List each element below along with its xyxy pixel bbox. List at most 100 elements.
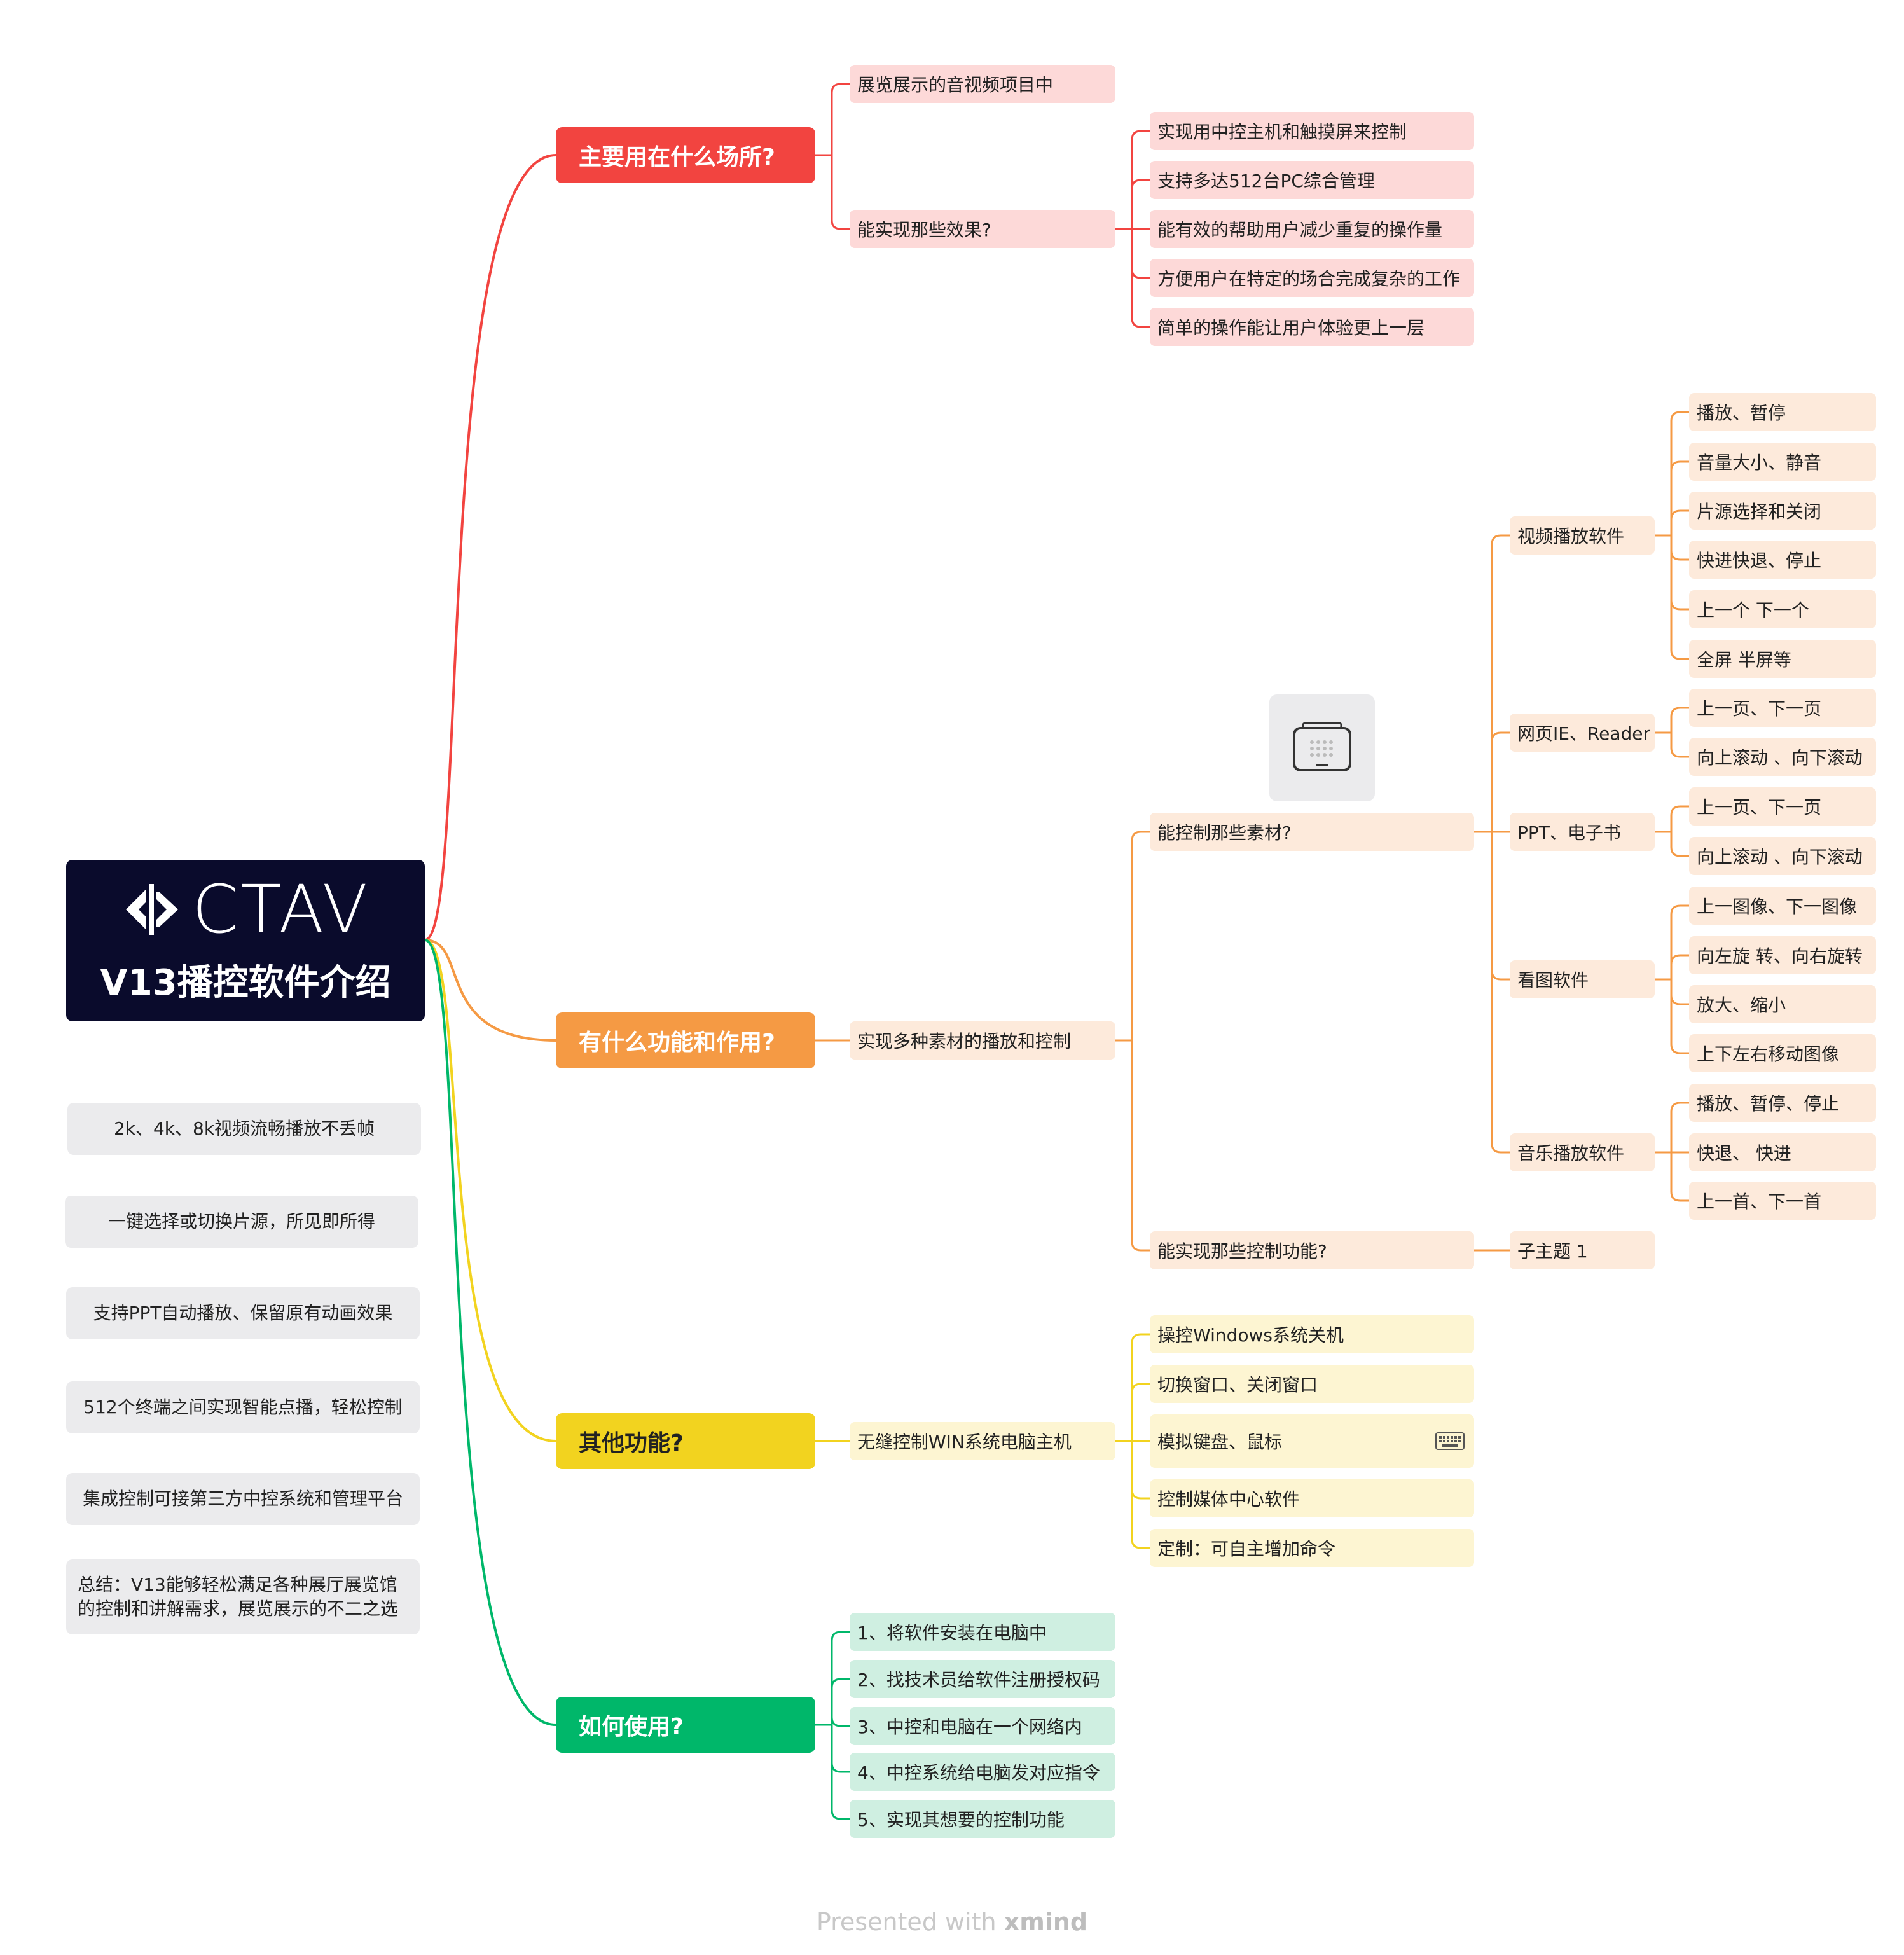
floating-topic[interactable]: 集成控制可接第三方中控系统和管理平台 <box>66 1473 420 1525</box>
keyboard-icon <box>1435 1432 1465 1450</box>
video-action[interactable]: 片源选择和关闭 <box>1689 492 1876 530</box>
connector <box>831 1678 850 1725</box>
connector <box>831 155 850 230</box>
connector <box>1670 535 1689 561</box>
topic-exhibition-av[interactable]: 展览展示的音视频项目中 <box>850 65 1115 103</box>
software-music[interactable]: 音乐播放软件 <box>1510 1133 1655 1171</box>
win-item[interactable]: 切换窗口、关闭窗口 <box>1150 1365 1474 1403</box>
topic-win-control[interactable]: 无缝控制WIN系统电脑主机 <box>850 1422 1115 1460</box>
topic-effects[interactable]: 能实现那些效果? <box>850 210 1115 248</box>
connector <box>1670 460 1689 535</box>
connector <box>424 154 556 941</box>
topic-subtopic-1[interactable]: 子主题 1 <box>1510 1231 1655 1269</box>
connector <box>1670 954 1689 979</box>
logo-text: CTAV <box>192 870 370 948</box>
usage-step[interactable]: 3、中控和电脑在一个网络内 <box>850 1707 1115 1745</box>
connector <box>1491 832 1510 981</box>
footer-prefix: Presented with <box>816 1908 997 1936</box>
connector <box>1670 707 1689 733</box>
usage-step[interactable]: 1、将软件安装在电脑中 <box>850 1613 1115 1651</box>
image-action[interactable]: 放大、缩小 <box>1689 985 1876 1023</box>
connector <box>1670 509 1689 535</box>
video-action[interactable]: 上一个 下一个 <box>1689 590 1876 628</box>
connector <box>1670 535 1689 611</box>
connector <box>1131 1333 1150 1441</box>
topic-multi-material[interactable]: 实现多种素材的播放和控制 <box>850 1021 1115 1060</box>
connector <box>1491 534 1510 832</box>
connector <box>831 1725 850 1820</box>
music-action[interactable]: 播放、暂停、停止 <box>1689 1084 1876 1122</box>
video-action[interactable]: 播放、暂停 <box>1689 393 1876 431</box>
image-action[interactable]: 上下左右移动图像 <box>1689 1034 1876 1072</box>
connector <box>1131 1441 1150 1500</box>
ppt-action[interactable]: 上一页、下一页 <box>1689 787 1876 826</box>
connector <box>1670 411 1689 535</box>
ctav-logo: CTAV <box>121 876 370 943</box>
connector <box>1131 831 1150 1040</box>
win-item-label: 模拟键盘、鼠标 <box>1157 1432 1283 1453</box>
software-video[interactable]: 视频播放软件 <box>1510 516 1655 555</box>
software-ppt[interactable]: PPT、电子书 <box>1510 813 1655 851</box>
connector <box>1491 731 1510 832</box>
win-item[interactable]: 定制：可自主增加命令 <box>1150 1529 1474 1567</box>
software-web[interactable]: 网页IE、Reader <box>1510 714 1655 752</box>
music-action[interactable]: 上一首、下一首 <box>1689 1182 1876 1220</box>
image-action[interactable]: 向左旋 转、向右旋转 <box>1689 936 1876 974</box>
video-action[interactable]: 快进快退、停止 <box>1689 541 1876 579</box>
floating-topic-summary[interactable]: 总结：V13能够轻松满足各种展厅展览馆的控制和讲解需求，展览展示的不二之选 <box>66 1559 420 1634</box>
connector <box>1131 1441 1150 1549</box>
ppt-action[interactable]: 向上滚动 、向下滚动 <box>1689 837 1876 875</box>
effect-item[interactable]: 能有效的帮助用户减少重复的操作量 <box>1150 210 1474 248</box>
branch-other-functions[interactable]: 其他功能? <box>556 1413 815 1469</box>
branch-usage-place[interactable]: 主要用在什么场所? <box>556 127 815 183</box>
effect-item[interactable]: 简单的操作能让用户体验更上一层 <box>1150 308 1474 346</box>
connector <box>831 83 850 155</box>
video-action[interactable]: 音量大小、静音 <box>1689 443 1876 481</box>
web-action[interactable]: 上一页、下一页 <box>1689 689 1876 727</box>
floating-topic[interactable]: 2k、4k、8k视频流畅播放不丢帧 <box>67 1103 421 1155</box>
music-action[interactable]: 快退、 快进 <box>1689 1133 1876 1171</box>
connector <box>831 1717 850 1727</box>
root-topic[interactable]: CTAV V13播控软件介绍 <box>66 860 425 1021</box>
win-item[interactable]: 控制媒体中心软件 <box>1150 1479 1474 1517</box>
win-item[interactable]: 操控Windows系统关机 <box>1150 1315 1474 1353</box>
connector <box>1670 535 1689 660</box>
connector <box>1131 130 1150 229</box>
connector <box>1131 1040 1150 1252</box>
summary-text: 总结：V13能够轻松满足各种展厅展览馆的控制和讲解需求，展览展示的不二之选 <box>78 1574 399 1619</box>
connector <box>1670 904 1689 979</box>
video-action[interactable]: 全屏 半屏等 <box>1689 640 1876 678</box>
branch-functions[interactable]: 有什么功能和作用? <box>556 1012 815 1068</box>
connector <box>1670 979 1689 1054</box>
connector <box>1670 805 1689 832</box>
win-item-keyboard[interactable]: 模拟键盘、鼠标 <box>1150 1414 1474 1468</box>
software-image[interactable]: 看图软件 <box>1510 960 1655 998</box>
tablet-image-card[interactable] <box>1269 694 1375 801</box>
usage-step[interactable]: 2、找技术员给软件注册授权码 <box>850 1660 1115 1698</box>
effect-item[interactable]: 实现用中控主机和触摸屏来控制 <box>1150 112 1474 150</box>
connector <box>1670 832 1689 857</box>
connector <box>424 939 556 1042</box>
connector <box>424 939 556 1442</box>
floating-topic[interactable]: 一键选择或切换片源，所见即所得 <box>65 1196 418 1248</box>
effect-item[interactable]: 方便用户在特定的场合完成复杂的工作 <box>1150 259 1474 297</box>
connector <box>424 939 556 1726</box>
floating-topic[interactable]: 512个终端之间实现智能点播，轻松控制 <box>66 1381 420 1433</box>
connector <box>1131 229 1150 279</box>
usage-step[interactable]: 4、中控系统给电脑发对应指令 <box>850 1753 1115 1791</box>
tablet-icon <box>1293 722 1351 771</box>
web-action[interactable]: 向上滚动 、向下滚动 <box>1689 738 1876 776</box>
branch-how-to-use[interactable]: 如何使用? <box>556 1697 815 1753</box>
image-action[interactable]: 上一图像、下一图像 <box>1689 887 1876 925</box>
usage-step[interactable]: 5、实现其想要的控制功能 <box>850 1800 1115 1838</box>
effect-item[interactable]: 支持多达512台PC综合管理 <box>1150 161 1474 199</box>
xmind-brand: xmind <box>1004 1908 1088 1936</box>
connector <box>1131 179 1150 229</box>
topic-control-functions[interactable]: 能实现那些控制功能? <box>1150 1231 1474 1269</box>
topic-controllable-materials[interactable]: 能控制那些素材? <box>1150 813 1474 851</box>
ctav-logo-icon <box>126 883 179 935</box>
connector <box>1670 733 1689 758</box>
presented-with-footer: Presented with xmind <box>0 1908 1904 1936</box>
floating-topic[interactable]: 支持PPT自动播放、保留原有动画效果 <box>66 1287 420 1339</box>
